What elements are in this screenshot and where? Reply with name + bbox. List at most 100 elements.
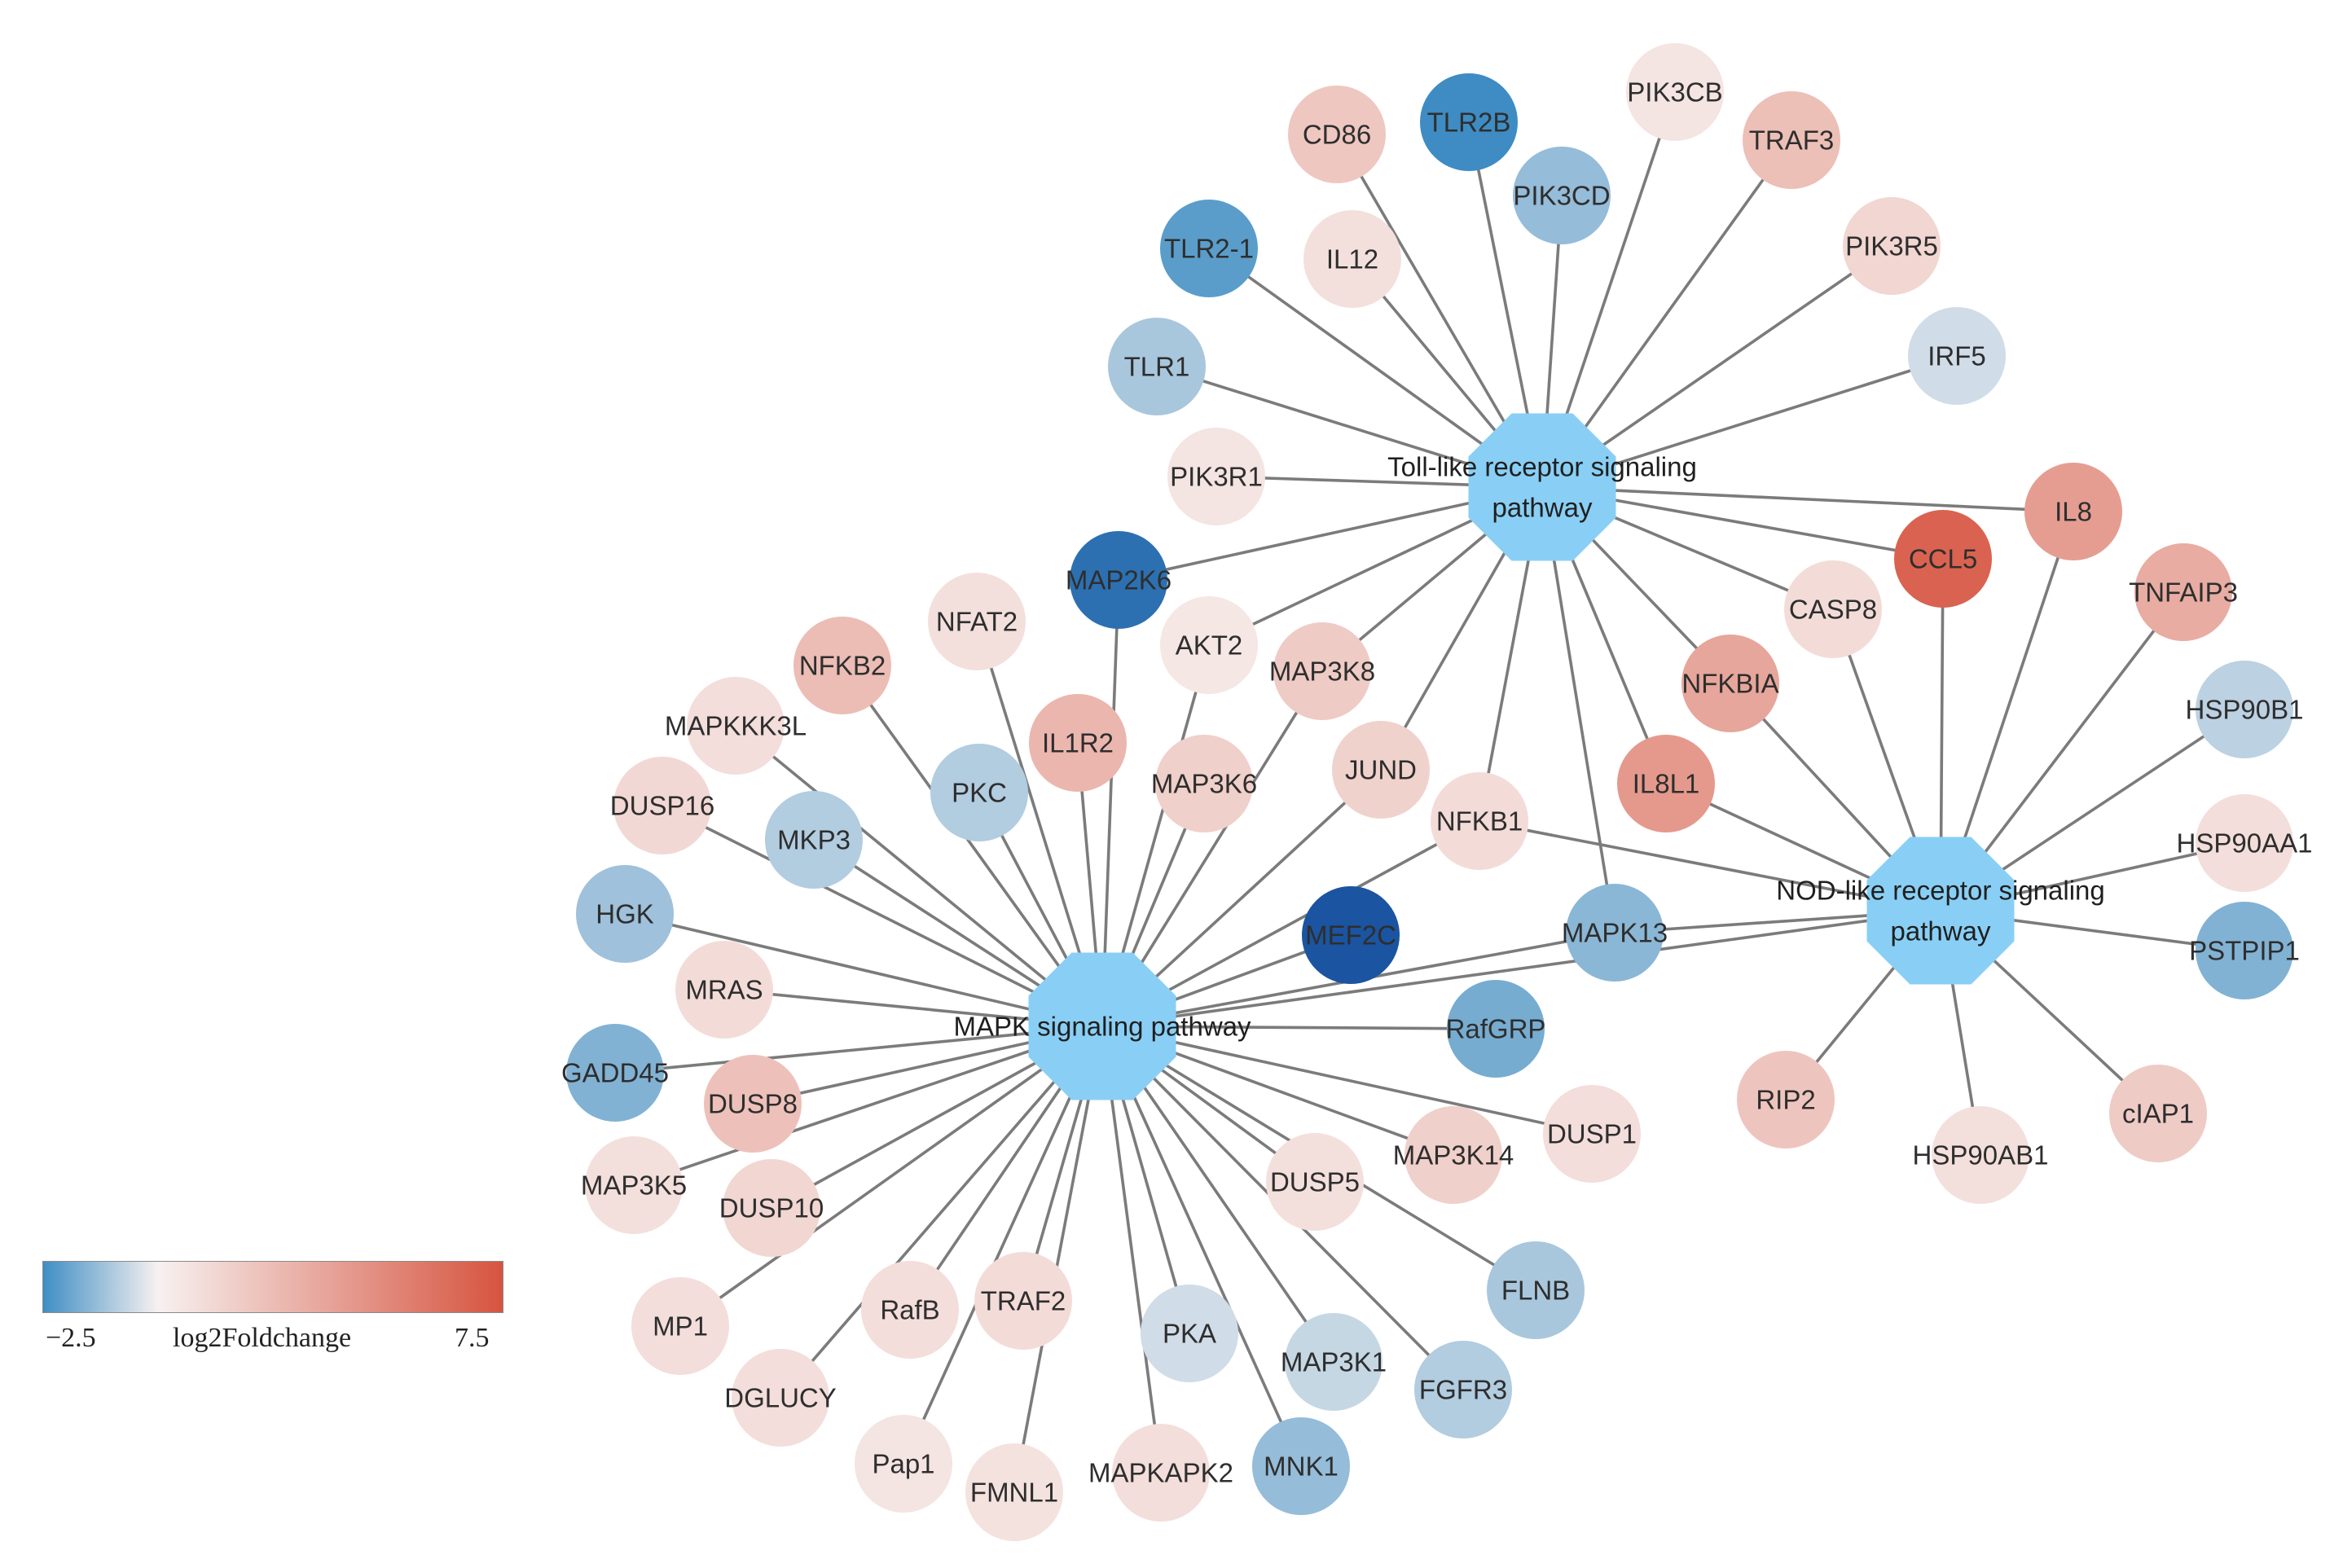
gene-label: DUSP8 — [708, 1089, 798, 1119]
gene-node-flnb[interactable]: FLNB — [1487, 1241, 1585, 1339]
gene-label: Pap1 — [872, 1449, 934, 1479]
gene-label: MEF2C — [1305, 920, 1396, 951]
gene-node-nfkb1[interactable]: NFKB1 — [1431, 772, 1528, 870]
gene-node-mapkkk3l[interactable]: MAPKKK3L — [665, 677, 807, 775]
gene-circle — [631, 1277, 729, 1375]
gene-node-hgk[interactable]: HGK — [576, 865, 674, 963]
gene-node-hsp90ab1[interactable]: HSP90AB1 — [1913, 1106, 2049, 1204]
gene-node-dusp1[interactable]: DUSP1 — [1543, 1085, 1641, 1183]
gene-label: MAP3K5 — [581, 1171, 687, 1201]
gene-node-casp8[interactable]: CASP8 — [1784, 560, 1882, 658]
gene-node-fgfr3[interactable]: FGFR3 — [1414, 1341, 1512, 1438]
gene-label: HSP90AA1 — [2177, 828, 2313, 859]
gene-label: MAPKKK3L — [665, 711, 807, 741]
gene-circle — [1681, 635, 1779, 732]
gene-node-pkc[interactable]: PKC — [930, 744, 1028, 841]
gene-circle — [1288, 86, 1386, 183]
gene-node-traf3[interactable]: TRAF3 — [1743, 91, 1840, 189]
gene-node-dusp10[interactable]: DUSP10 — [719, 1159, 824, 1257]
gene-node-tlr1[interactable]: TLR1 — [1108, 318, 1206, 415]
gene-node-map2k6[interactable]: MAP2K6 — [1066, 531, 1172, 629]
gene-node-gadd45[interactable]: GADD45 — [561, 1024, 669, 1122]
gene-node-il8[interactable]: IL8 — [2024, 463, 2122, 560]
gene-node-rafb[interactable]: RafB — [861, 1261, 959, 1359]
gene-label: MNK1 — [1264, 1452, 1339, 1482]
gene-label: FGFR3 — [1419, 1375, 1507, 1405]
gene-node-traf2[interactable]: TRAF2 — [974, 1252, 1072, 1350]
gene-label: PIK3R5 — [1845, 231, 1938, 261]
gene-label: HSP90B1 — [2186, 695, 2304, 725]
gene-circle — [1932, 1106, 2029, 1204]
gene-node-akt2[interactable]: AKT2 — [1160, 596, 1258, 694]
gene-node-pik3cd[interactable]: PIK3CD — [1513, 147, 1611, 244]
gene-node-map3k1[interactable]: MAP3K1 — [1281, 1313, 1387, 1411]
gene-node-pik3r5[interactable]: PIK3R5 — [1843, 197, 1941, 295]
gene-label: GADD45 — [561, 1058, 669, 1088]
gene-circle — [704, 1055, 802, 1153]
gene-node-mkp3[interactable]: MKP3 — [765, 791, 863, 889]
gene-node-tlr2b[interactable]: TLR2B — [1420, 73, 1518, 171]
gene-node-pka[interactable]: PKA — [1141, 1285, 1238, 1382]
gene-circle — [1273, 622, 1371, 720]
gene-node-pstpip1[interactable]: PSTPIP1 — [2189, 902, 2300, 999]
gene-node-il8l1[interactable]: IL8L1 — [1617, 735, 1715, 832]
gene-node-rip2[interactable]: RIP2 — [1737, 1051, 1835, 1149]
gene-node-map3k5[interactable]: MAP3K5 — [581, 1136, 687, 1234]
gene-node-hsp90b1[interactable]: HSP90B1 — [2186, 661, 2304, 758]
gene-node-fmnl1[interactable]: FMNL1 — [965, 1443, 1063, 1541]
gene-circle — [576, 865, 674, 963]
gene-label: HSP90AB1 — [1913, 1140, 2049, 1171]
pathway-hub-label: NOD-like receptor signaling — [1776, 876, 2105, 906]
gene-node-pap1[interactable]: Pap1 — [855, 1415, 952, 1513]
gene-node-pik3cb[interactable]: PIK3CB — [1626, 43, 1724, 141]
gene-node-hsp90aa1[interactable]: HSP90AA1 — [2177, 794, 2313, 892]
gene-node-mras[interactable]: MRAS — [675, 941, 773, 1039]
gene-node-map3k6[interactable]: MAP3K6 — [1151, 735, 1257, 832]
edge-mnk1-mapk — [1101, 1026, 1303, 1467]
gene-node-tlr2-1[interactable]: TLR2-1 — [1160, 200, 1258, 297]
gene-node-map3k14[interactable]: MAP3K14 — [1393, 1106, 1514, 1204]
gene-label: IL8 — [2055, 497, 2092, 527]
gene-node-jund[interactable]: JUND — [1332, 721, 1430, 819]
pathway-hub-mapk[interactable]: MAPK signaling pathway — [953, 952, 1251, 1100]
edge-dusp16-mapk — [662, 804, 1103, 1028]
gene-node-dusp16[interactable]: DUSP16 — [610, 757, 714, 854]
pathway-hub-shape — [1468, 413, 1616, 561]
gene-node-dglucy[interactable]: DGLUCY — [724, 1349, 837, 1447]
gene-circle — [585, 1136, 683, 1234]
gene-circle — [1566, 884, 1664, 982]
gene-node-mnk1[interactable]: MNK1 — [1252, 1417, 1350, 1515]
gene-node-mp1[interactable]: MP1 — [631, 1277, 729, 1375]
gene-circle — [1303, 210, 1401, 308]
gene-node-pik3r1[interactable]: PIK3R1 — [1167, 428, 1265, 525]
gene-node-map3k8[interactable]: MAP3K8 — [1269, 622, 1375, 720]
gene-label: MAPKAPK2 — [1088, 1458, 1233, 1488]
gene-node-mef2c[interactable]: MEF2C — [1302, 886, 1400, 984]
gene-node-mapk13[interactable]: MAPK13 — [1562, 884, 1668, 982]
edge-pap1-mapk — [902, 1026, 1104, 1465]
gene-node-rafgrp[interactable]: RafGRP — [1446, 980, 1546, 1078]
gene-circle — [1112, 1424, 1210, 1522]
gene-node-nfat2[interactable]: NFAT2 — [928, 573, 1026, 670]
gene-node-nfkbia[interactable]: NFKBIA — [1681, 635, 1779, 732]
gene-node-il12[interactable]: IL12 — [1303, 210, 1401, 308]
gene-node-dusp5[interactable]: DUSP5 — [1266, 1133, 1364, 1231]
gene-node-ccl5[interactable]: CCL5 — [1894, 510, 1992, 608]
gene-node-ciap1[interactable]: cIAP1 — [2109, 1065, 2207, 1162]
gene-label: IL1R2 — [1042, 728, 1114, 758]
gene-circle — [1252, 1417, 1350, 1515]
gene-node-irf5[interactable]: IRF5 — [1908, 307, 2006, 405]
gene-node-mapkapk2[interactable]: MAPKAPK2 — [1088, 1424, 1233, 1522]
gene-node-il1r2[interactable]: IL1R2 — [1029, 694, 1127, 792]
gene-node-nfkb2[interactable]: NFKB2 — [793, 617, 891, 714]
gene-node-tnfaip3[interactable]: TNFAIP3 — [2129, 543, 2238, 641]
edge-map2k6-mapk — [1101, 579, 1120, 1027]
gene-node-cd86[interactable]: CD86 — [1288, 86, 1386, 183]
gene-node-dusp8[interactable]: DUSP8 — [704, 1055, 802, 1153]
gene-circle — [2196, 661, 2293, 758]
gene-label: DGLUCY — [724, 1383, 837, 1413]
gene-label: IRF5 — [1928, 341, 1986, 371]
